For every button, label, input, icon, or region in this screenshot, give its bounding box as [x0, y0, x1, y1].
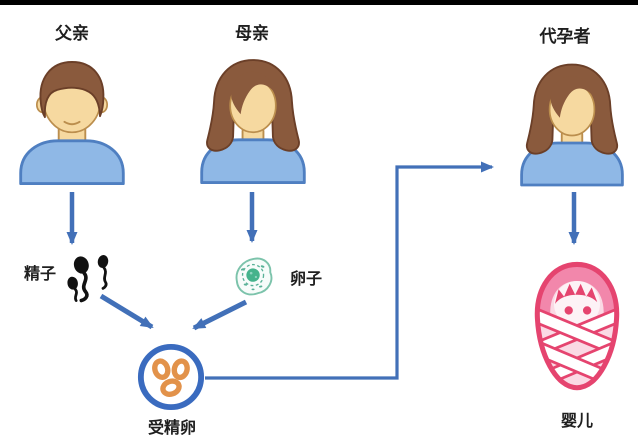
top-black-bar [0, 0, 638, 5]
arrow-egg-to-zygote [192, 299, 248, 331]
sperm-label: 精子 [23, 266, 57, 283]
egg-label: 卵子 [289, 271, 323, 288]
surrogate-label: 代孕者 [539, 27, 591, 46]
arrow-zygote-to-surrogate [205, 161, 494, 380]
mother-label: 母亲 [235, 24, 269, 43]
arrow-sperm-to-zygote [99, 293, 154, 330]
zygote-label: 受精卵 [147, 420, 197, 437]
father-label: 父亲 [55, 24, 89, 43]
baby-label: 婴儿 [560, 413, 594, 430]
